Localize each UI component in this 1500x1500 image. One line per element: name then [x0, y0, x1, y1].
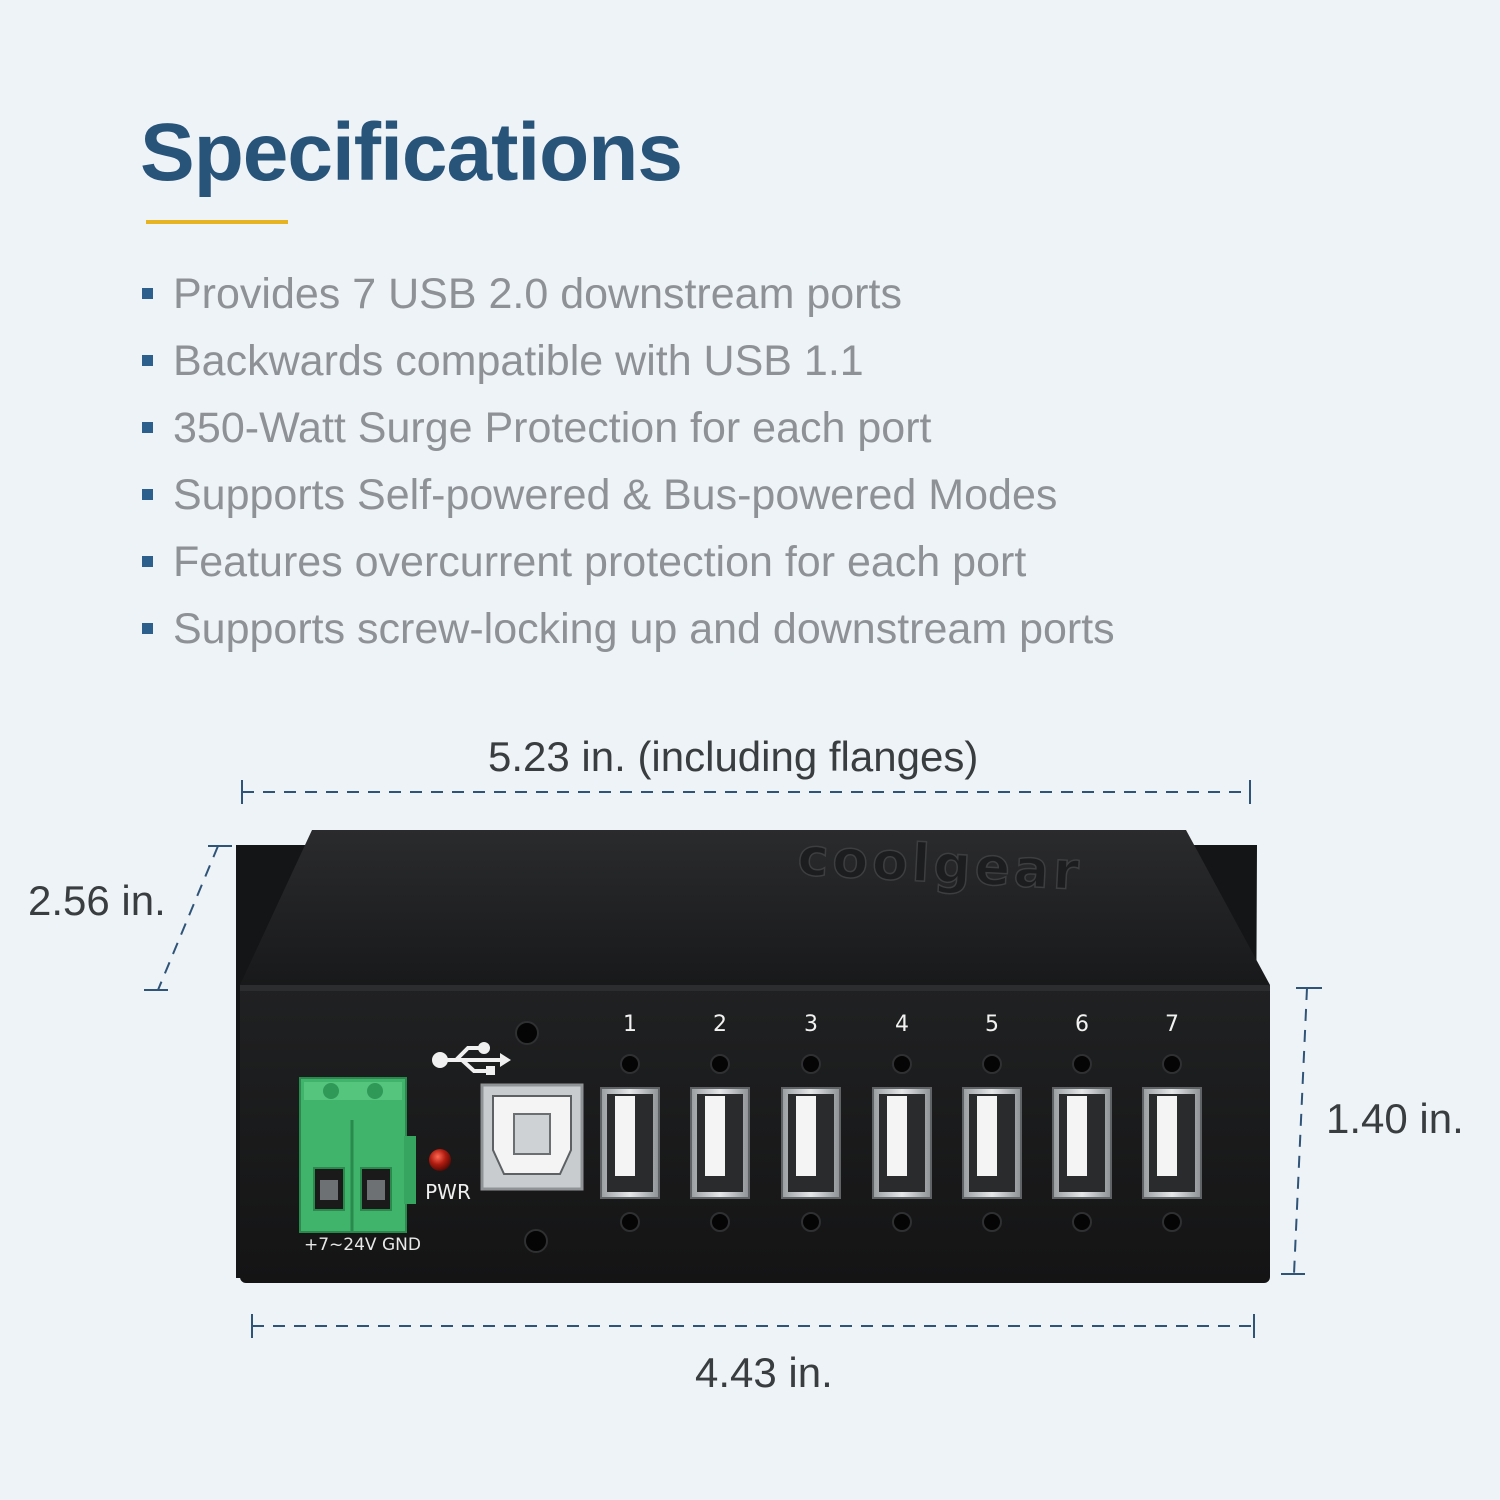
screw-hole — [515, 1021, 539, 1045]
usb-a-port-7: 7 — [1142, 1012, 1202, 1232]
left-flange — [236, 845, 308, 1278]
dimension-line-height — [1281, 987, 1322, 1275]
usb-a-port-5: 5 — [962, 1012, 1022, 1232]
feature-item: Supports Self-powered & Bus-powered Mode… — [140, 463, 1115, 530]
port-number-label: 1 — [623, 1012, 637, 1037]
port-number-label: 6 — [1075, 1012, 1089, 1037]
brand-logo: coolgear — [796, 828, 1084, 903]
terminal-label: +7~24V GND — [304, 1235, 421, 1255]
usb-a-port-2: 2 — [690, 1012, 750, 1232]
page-title: Specifications — [140, 107, 683, 198]
dimension-width: 4.43 in. — [695, 1349, 833, 1396]
usb-icon — [432, 1042, 511, 1075]
dimension-line-width-including-flanges — [241, 780, 1251, 804]
power-led-label: PWR — [425, 1180, 471, 1204]
dimension-depth: 2.56 in. — [28, 877, 166, 924]
dimension-line-width — [251, 1314, 1255, 1338]
feature-item: Supports screw-locking up and downstream… — [140, 597, 1115, 664]
feature-item: Provides 7 USB 2.0 downstream ports — [140, 262, 1115, 329]
feature-item: Backwards compatible with USB 1.1 — [140, 329, 1115, 396]
port-number-label: 5 — [985, 1012, 999, 1037]
port-number-label: 3 — [804, 1012, 818, 1037]
screw-hole — [524, 1229, 548, 1253]
feature-list: Provides 7 USB 2.0 downstream ports Back… — [140, 262, 1115, 664]
dimension-width-including-flanges: 5.23 in. (including flanges) — [488, 733, 979, 780]
hub-top-face — [240, 830, 1270, 985]
feature-item: Features overcurrent protection for each… — [140, 530, 1115, 597]
usb-a-port-1: 1 — [600, 1012, 660, 1232]
port-number-label: 7 — [1165, 1012, 1179, 1037]
power-led — [429, 1149, 451, 1171]
usb-a-port-6: 6 — [1052, 1012, 1112, 1232]
feature-item: 350-Watt Surge Protection for each port — [140, 396, 1115, 463]
usb-a-port-4: 4 — [872, 1012, 932, 1232]
port-number-label: 2 — [713, 1012, 727, 1037]
port-number-label: 4 — [895, 1012, 909, 1037]
usb-hub-device: coolgear — [236, 827, 1270, 1283]
power-terminal-block — [299, 1077, 416, 1233]
usb-b-upstream-port — [480, 1083, 584, 1191]
usb-a-port-3: 3 — [781, 1012, 841, 1232]
title-accent-underline — [146, 220, 288, 224]
dimension-height: 1.40 in. — [1326, 1095, 1464, 1142]
dimension-line-depth — [144, 845, 232, 991]
